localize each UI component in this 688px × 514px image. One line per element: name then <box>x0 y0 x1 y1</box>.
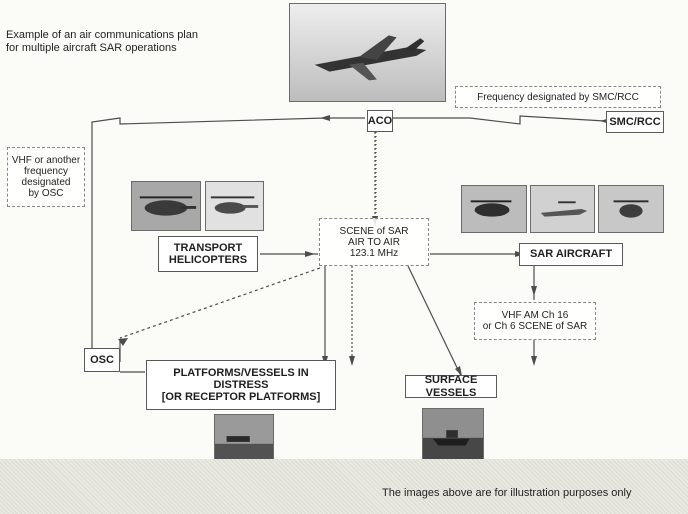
transport-helicopters-box: TRANSPORT HELICOPTERS <box>158 236 258 272</box>
osc-box: OSC <box>84 348 120 372</box>
scene-line-3: 123.1 MHz <box>349 247 399 259</box>
osc-label: OSC <box>90 353 114 366</box>
aco-label: ACO <box>367 114 393 127</box>
surface-vessels-label: SURFACE VESSELS <box>424 374 478 399</box>
illustration-note: The images above are for illustration pu… <box>382 487 632 499</box>
surface-vessel-photo-icon <box>422 408 484 460</box>
footer-band <box>0 459 688 514</box>
platforms-line-1: PLATFORMS/VESSELS IN <box>173 366 309 379</box>
sar-aircraft-box: SAR AIRCRAFT <box>519 243 623 266</box>
vhf-osc-label: VHF or another frequency designated by O… <box>7 147 85 207</box>
vhf-osc-line-2: frequency <box>24 166 68 177</box>
vhf-am-label: VHF AM Ch 16 or Ch 6 SCENE of SAR <box>474 302 596 340</box>
platforms-line-3: [OR RECEPTOR PLATFORMS] <box>161 391 321 404</box>
platforms-line-2: DISTRESS <box>213 378 269 391</box>
vhf-am-line-1: VHF AM Ch 16 <box>501 310 569 321</box>
scene-line-1: SCENE of SAR <box>339 225 409 237</box>
title-line-2: for multiple aircraft SAR operations <box>6 41 177 54</box>
vhf-osc-line-3: designated <box>21 177 71 188</box>
scene-line-2: AIR TO AIR <box>348 236 400 248</box>
smc-rcc-label: SMC/RCC <box>609 115 661 128</box>
vhf-osc-line-4: by OSC <box>28 188 64 199</box>
smc-rcc-box: SMC/RCC <box>606 111 664 133</box>
transport-line-1: TRANSPORT <box>173 241 243 254</box>
vhf-am-line-2: or Ch 6 SCENE of SAR <box>482 321 588 332</box>
transport-line-2: HELICOPTERS <box>168 254 248 266</box>
vhf-osc-line-1: VHF or another <box>11 155 81 166</box>
platforms-vessels-box: PLATFORMS/VESSELS IN DISTRESS [OR RECEPT… <box>146 360 336 410</box>
aco-box: ACO <box>367 110 393 132</box>
sar-aircraft-photo-icon-3 <box>598 185 664 233</box>
frequency-designated-label: Frequency designated by SMC/RCC <box>455 86 661 108</box>
surface-vessels-box: SURFACE VESSELS <box>405 374 497 399</box>
aircraft-photo-icon <box>289 3 446 102</box>
sar-aircraft-label: SAR AIRCRAFT <box>529 248 613 261</box>
title-line-1: Example of an air communications plan <box>6 29 198 41</box>
diagram-title: Example of an air communications plan fo… <box>6 29 198 54</box>
scene-of-sar-box: SCENE of SAR AIR TO AIR 123.1 MHz <box>319 218 429 266</box>
sar-aircraft-photo-icon <box>461 185 527 233</box>
transport-helicopter-photo-icon <box>131 181 201 231</box>
frequency-designated-text: Frequency designated by SMC/RCC <box>477 91 639 103</box>
transport-helicopter-photo-icon-2 <box>205 181 264 231</box>
platform-vessel-photo-icon <box>214 414 274 464</box>
sar-aircraft-photo-icon-2 <box>530 185 595 233</box>
